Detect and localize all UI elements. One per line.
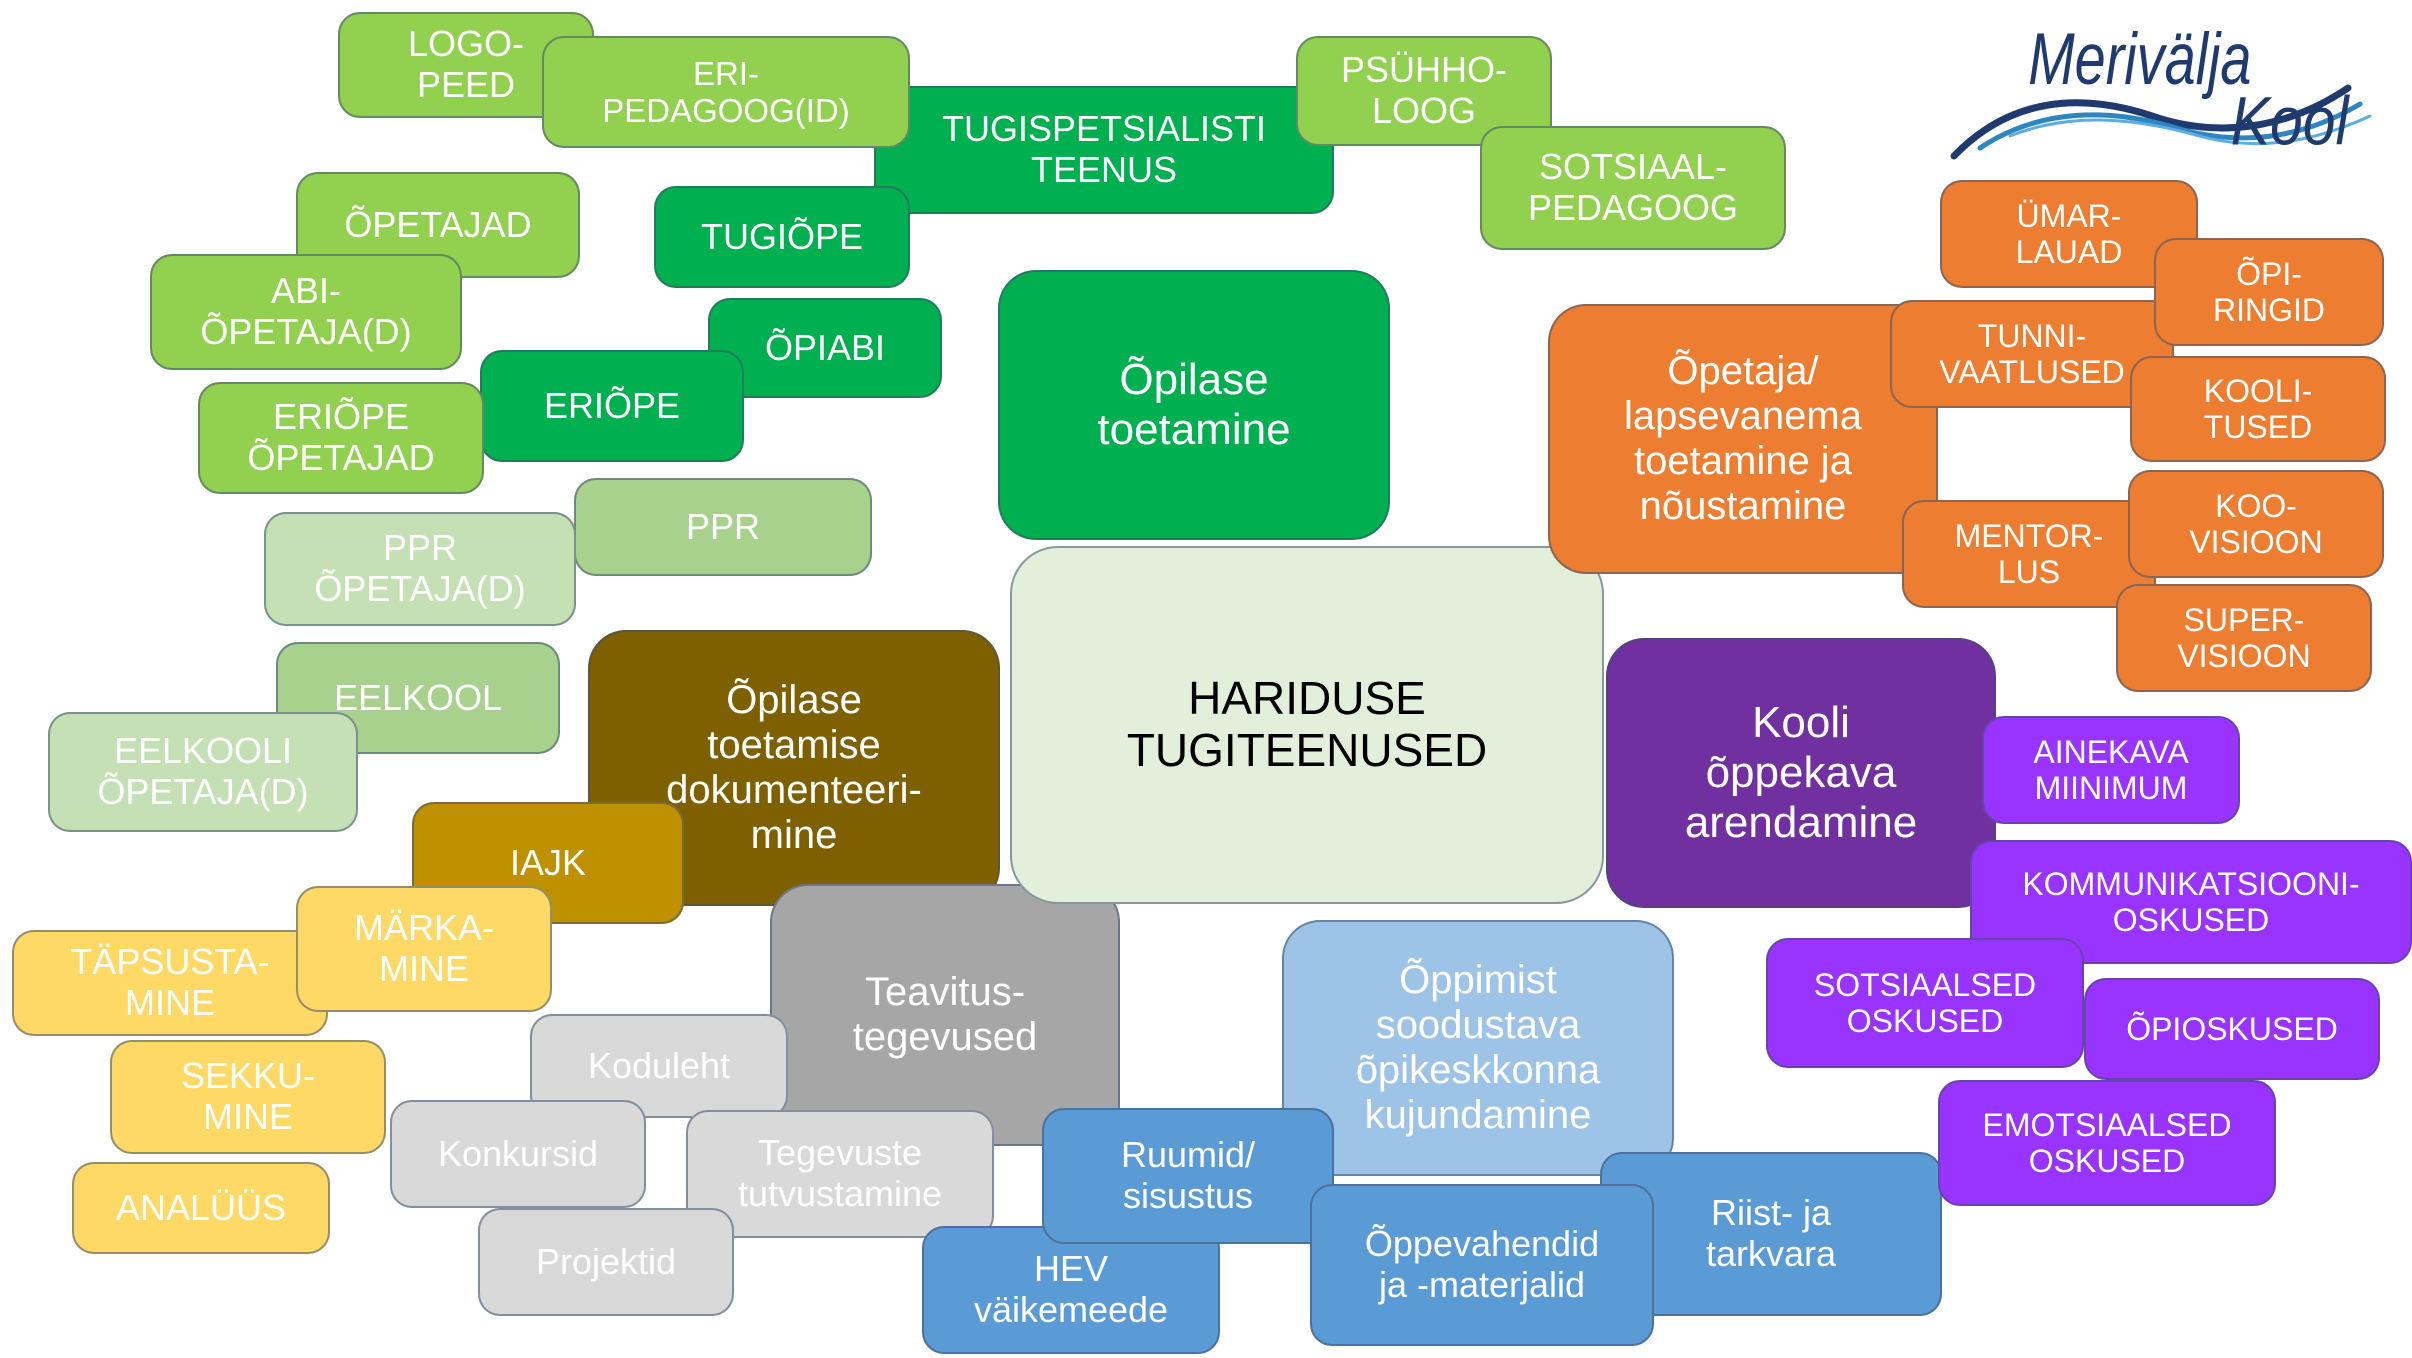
node-label: ÜMAR- LAUAD — [2015, 197, 2123, 270]
sekkumine-node: SEKKU- MINE — [110, 1040, 386, 1154]
node-label: KOO- VISIOON — [2189, 487, 2323, 560]
node-label: Teavitus- tegevused — [852, 969, 1038, 1059]
node-label: HEV väikemeede — [973, 1248, 1169, 1330]
opilase-toetamine-node: Õpilase toetamine — [998, 270, 1390, 540]
analyys-node: ANALÜÜS — [72, 1162, 330, 1254]
node-label: TÄPSUSTA- MINE — [70, 941, 270, 1023]
mentorlus-node: MENTOR- LUS — [1902, 500, 2156, 608]
node-label: PPR ÕPETAJA(D) — [314, 527, 526, 609]
logo-text-merivalja: Merivälja — [2028, 18, 2251, 100]
node-label: Projektid — [535, 1240, 677, 1282]
opetaja-toetamine-node: Õpetaja/ lapsevanema toetamine ja nõusta… — [1548, 304, 1938, 574]
sotsiaalsed-oskused-node: SOTSIAALSED OSKUSED — [1766, 938, 2084, 1068]
logo-text-kool: Kool — [2231, 83, 2351, 160]
node-label: KOMMUNIKATSIOONI- OSKUSED — [2022, 865, 2360, 938]
merivalja-kool-logo: Merivälja Kool — [1950, 18, 2372, 160]
tapsustamine-node: TÄPSUSTA- MINE — [12, 930, 328, 1036]
node-label: SOTSIAAL- PEDAGOOG — [1527, 146, 1739, 228]
teavitustegevused-node: Teavitus- tegevused — [770, 884, 1120, 1146]
center-node: HARIDUSE TUGITEENUSED — [1010, 546, 1604, 904]
node-label: SOTSIAALSED OSKUSED — [1813, 966, 2037, 1039]
node-label: ÕPIABI — [764, 326, 886, 368]
node-label: Konkursid — [437, 1132, 599, 1174]
ainekava-node: AINEKAVA MIINIMUM — [1982, 716, 2240, 824]
node-label: Tegevuste tutvustamine — [737, 1132, 943, 1214]
opiringid-node: ÕPI- RINGID — [2154, 238, 2384, 346]
eelkool-node: EELKOOL — [276, 642, 560, 754]
projektid-node: Projektid — [478, 1208, 734, 1316]
tugiope-node: TUGIÕPE — [654, 186, 910, 288]
sotsiaalpedagoog-node: SOTSIAAL- PEDAGOOG — [1480, 126, 1786, 250]
koovisioon-node: KOO- VISIOON — [2128, 470, 2384, 578]
tegevuste-tutvustamine-node: Tegevuste tutvustamine — [686, 1110, 994, 1238]
node-label: SUPER- VISIOON — [2177, 601, 2311, 674]
node-label: ERI- PEDAGOOG(ID) — [602, 54, 850, 129]
eelkooli-opetaja-node: EELKOOLI ÕPETAJA(D) — [48, 712, 358, 832]
logo-wave-cyan — [2008, 114, 2372, 146]
riist-tarkvara-node: Riist- ja tarkvara — [1600, 1152, 1942, 1316]
eriope-opetajad-node: ERIÕPE ÕPETAJAD — [198, 382, 484, 494]
opiabi-node: ÕPIABI — [708, 298, 942, 398]
node-label: ABI- ÕPETAJA(D) — [200, 270, 412, 352]
node-label: KOOLI- TUSED — [2203, 372, 2313, 445]
emotsiaalsed-oskused-node: EMOTSIAALSED OSKUSED — [1938, 1080, 2276, 1206]
node-label: IAJK — [509, 841, 587, 883]
tugispetsialisti-teenus-node: TUGISPETSIALISTI TEENUS — [874, 86, 1334, 214]
center-label: HARIDUSE TUGITEENUSED — [1126, 672, 1488, 776]
ruumid-sisustus-node: Ruumid/ sisustus — [1042, 1108, 1334, 1244]
node-label: Ruumid/ sisustus — [1120, 1134, 1256, 1216]
konkursid-node: Konkursid — [390, 1100, 646, 1208]
abiopetaja-node: ABI- ÕPETAJA(D) — [150, 254, 462, 370]
hev-vaikemeede-node: HEV väikemeede — [922, 1226, 1220, 1354]
node-label: MÄRKA- MINE — [353, 907, 494, 989]
node-label: Koduleht — [587, 1044, 731, 1086]
node-label: MENTOR- LUS — [1954, 517, 2104, 590]
koolitused-node: KOOLI- TUSED — [2130, 356, 2386, 462]
eripedagoog-node: ERI- PEDAGOOG(ID) — [542, 36, 910, 148]
markamine-node: MÄRKA- MINE — [296, 886, 552, 1012]
node-label: Õppimist soodustava õpikeskkonna kujunda… — [1355, 957, 1601, 1138]
tunnivaatlused-node: TUNNI- VAATLUSED — [1890, 300, 2174, 408]
node-label: TUGISPETSIALISTI TEENUS — [941, 108, 1267, 190]
node-label: AINEKAVA MIINIMUM — [2033, 733, 2189, 806]
oppevahendid-node: Õppevahendid ja -materjalid — [1310, 1184, 1654, 1346]
opioskused-node: ÕPIOSKUSED — [2084, 978, 2380, 1080]
node-label: Õpilase toetamise dokumenteeri- mine — [666, 677, 922, 858]
node-label: Õpetaja/ lapsevanema toetamine ja nõusta… — [1624, 348, 1862, 529]
node-label: ÕPETAJAD — [344, 203, 532, 245]
node-label: SEKKU- MINE — [180, 1055, 316, 1137]
oppekava-node: Kooli õppekava arendamine — [1606, 638, 1996, 908]
node-label: TUNNI- VAATLUSED — [1939, 317, 2125, 390]
node-label: EELKOOLI ÕPETAJA(D) — [97, 730, 309, 812]
logo-wave-dark — [1950, 84, 2352, 160]
node-label: Kooli õppekava arendamine — [1684, 698, 1918, 847]
ppr-node: PPR — [574, 478, 872, 576]
opikeskkond-node: Õppimist soodustava õpikeskkonna kujunda… — [1282, 920, 1674, 1176]
node-label: PPR — [685, 505, 761, 547]
node-label: LOGO- PEED — [407, 23, 524, 105]
node-label: ANALÜÜS — [115, 1186, 287, 1228]
node-label: ÕPIOSKUSED — [2126, 1010, 2338, 1047]
node-label: TUGIÕPE — [700, 215, 864, 257]
node-label: ERIÕPE ÕPETAJAD — [247, 396, 435, 478]
node-label: EELKOOL — [333, 676, 503, 718]
node-label: EMOTSIAALSED OSKUSED — [1982, 1106, 2232, 1179]
node-label: Õppevahendid ja -materjalid — [1364, 1223, 1600, 1305]
node-label: PSÜHHO- LOOG — [1340, 49, 1507, 131]
node-label: ERIÕPE — [543, 384, 681, 426]
koduleht-node: Koduleht — [530, 1014, 788, 1118]
node-label: ÕPI- RINGID — [2213, 255, 2325, 328]
logo-wave-light — [1977, 101, 2363, 151]
eriope-node: ERIÕPE — [480, 350, 744, 462]
node-label: Õpilase toetamine — [1097, 355, 1291, 454]
ppr-opetaja-node: PPR ÕPETAJA(D) — [264, 512, 576, 626]
supervisioon-node: SUPER- VISIOON — [2116, 584, 2372, 692]
node-label: Riist- ja tarkvara — [1705, 1192, 1837, 1274]
